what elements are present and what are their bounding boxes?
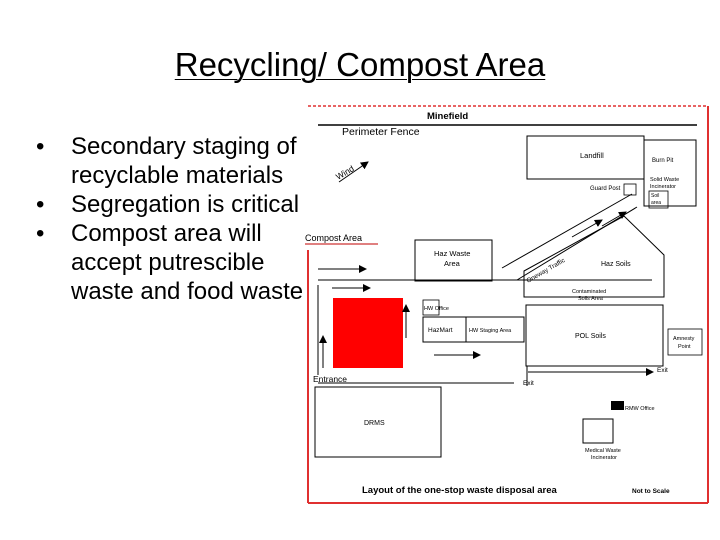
exit-center-label: Exit (523, 380, 534, 387)
perimeter-fence-label: Perimeter Fence (342, 126, 420, 138)
haz-waste-area-box (414, 239, 493, 282)
not-to-scale-label: Not to Scale (632, 488, 670, 495)
oneway-arrow-lower (601, 211, 627, 227)
slide-title: Recycling/ Compost Area (174, 46, 546, 83)
oneway-arrow-upper (571, 219, 603, 238)
entrance-label: Entrance (313, 374, 347, 384)
medical-waste-incinerator-box (582, 418, 614, 444)
drms-label: DRMS (364, 420, 385, 427)
compost-area-label: Compost Area (305, 233, 362, 243)
amnesty-point-label: Amnesty Point (673, 336, 696, 350)
bullet-dot-icon: • (36, 133, 45, 160)
exit-right-label: Exit (657, 367, 668, 374)
contaminated-soils-label: Contaminated Soils Area (572, 289, 608, 302)
haz-waste-area-label: Haz Waste Area (434, 249, 473, 268)
map-caption: Layout of the one-stop waste disposal ar… (362, 485, 558, 496)
bullet-dot-icon: • (36, 191, 45, 218)
hw-staging-area-box (465, 316, 525, 343)
bullet-list: • Secondary staging of recyclable materia… (36, 132, 306, 306)
guard-post-box (623, 183, 637, 196)
haz-soils-label: Haz Soils (601, 261, 631, 268)
soil-area-label: Soil area (651, 193, 661, 206)
oneway-road-lower (516, 206, 638, 281)
hw-staging-area-label: HW Staging Area (469, 328, 512, 334)
bullet-text: Compost area will accept putrescible was… (71, 220, 304, 305)
pol-soils-box (525, 304, 664, 367)
rmw-office-marker (611, 401, 624, 410)
hw-office-label: HW Office (424, 306, 449, 312)
bullet-dot-icon: • (36, 220, 45, 247)
bullet-text: Segregation is critical (71, 191, 300, 218)
rmw-office-label: RMW Office (625, 406, 655, 412)
hazmart-label: HazMart (428, 327, 453, 334)
haz-soils-building (523, 215, 665, 298)
bullet-text: Secondary staging of recyclable material… (71, 133, 297, 189)
bullet-item: • Compost area will accept putrescible wa… (36, 219, 306, 306)
hw-office-box (422, 299, 440, 316)
compost-area-highlight (333, 298, 403, 368)
amnesty-point-box (667, 328, 703, 356)
bullet-item: • Segregation is critical (36, 190, 306, 219)
pol-soils-label: POL Soils (575, 333, 606, 340)
drms-box (314, 386, 442, 458)
wind-label: Wind (334, 163, 356, 181)
landfill-label: Landfill (580, 151, 604, 160)
wind-arrow (338, 161, 369, 183)
bullet-item: • Secondary staging of recyclable materia… (36, 132, 306, 190)
soil-area-box (648, 190, 669, 209)
guard-post-label: Guard Post (590, 186, 621, 192)
medical-waste-incinerator-label: Medical Waste Incinerator (585, 448, 622, 461)
minefield-label: Minefield (427, 111, 468, 122)
oneway-road-upper (501, 193, 633, 269)
waste-area-map: Minefield Perimeter Fence Wind Landfill … (305, 105, 709, 504)
burn-pit-box (643, 139, 697, 207)
burn-pit-label: Burn Pit (652, 158, 674, 164)
solid-waste-incinerator-label: Solid Waste Incinerator (650, 177, 681, 190)
